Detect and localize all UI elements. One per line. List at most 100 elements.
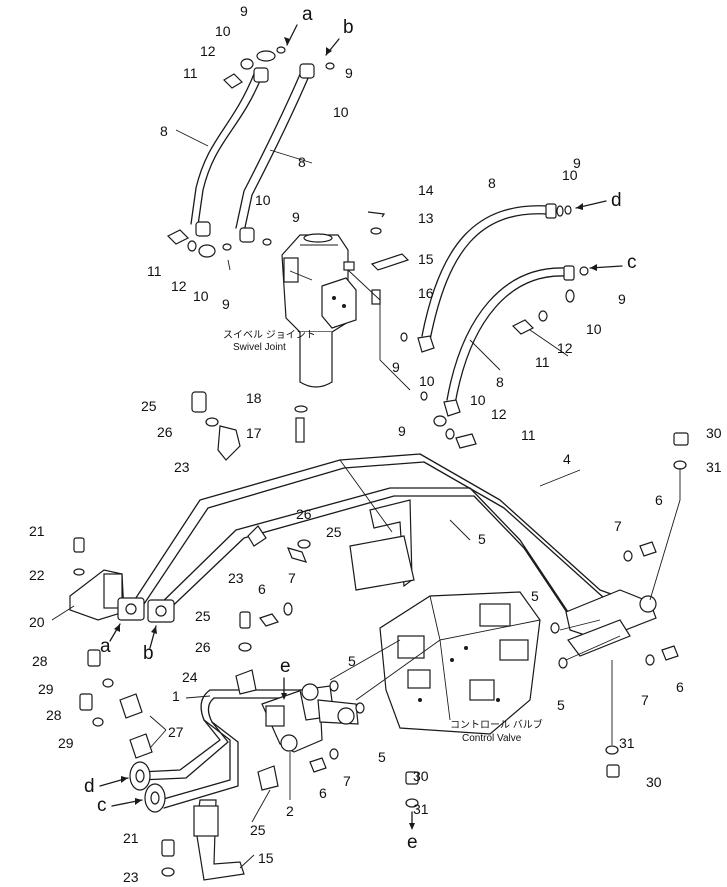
part-label: 26 (195, 639, 211, 655)
flanges-c-d (129, 761, 166, 813)
part-label: 9 (573, 155, 581, 171)
leader-lines (51, 129, 581, 869)
pipe-4 (151, 487, 585, 639)
part-label: 10 (215, 23, 231, 39)
part-label: 25 (326, 524, 342, 540)
part-label: 30 (706, 425, 722, 441)
part-label: 24 (182, 669, 198, 685)
connection-letter-a-lower: a (100, 636, 111, 657)
part-labels: 9 10 12 11 9 10 8 8 10 9 11 12 10 9 14 1… (29, 3, 722, 885)
part-label: 9 (222, 296, 230, 312)
right-hose-1 (417, 203, 572, 353)
part-label: 21 (29, 523, 45, 539)
part-label: 23 (174, 459, 190, 475)
part-label: 10 (470, 392, 486, 408)
part-label: 7 (343, 773, 351, 789)
lower-clamps (79, 649, 339, 791)
part-label: 11 (521, 427, 536, 443)
part-label: 30 (646, 774, 662, 790)
part-label: 6 (319, 785, 327, 801)
right-hose-2 (443, 265, 589, 417)
right-bolts (400, 310, 548, 449)
part-label: 29 (38, 681, 54, 697)
connection-letter-e-lower: e (407, 832, 418, 853)
part-label: 12 (491, 406, 507, 422)
part-label: 27 (168, 724, 184, 740)
part-label: 5 (557, 697, 565, 713)
right-seals (329, 432, 689, 808)
upper-left-hose-1 (190, 73, 263, 226)
control-valve (379, 591, 541, 735)
part-label: 8 (160, 123, 168, 139)
part-label: 15 (418, 251, 434, 267)
part-label: 21 (123, 830, 139, 846)
part-label: 9 (345, 65, 353, 81)
part-label: 12 (171, 278, 187, 294)
part-label: 7 (641, 692, 649, 708)
upper-left-hose-2 (235, 71, 310, 233)
pipe-2-tee (261, 683, 359, 753)
part-label: 23 (123, 869, 139, 885)
connection-letter-c: c (627, 252, 637, 273)
control-valve-label-jp: コントロール バルブ (450, 718, 543, 731)
part-label: 26 (157, 424, 173, 440)
connection-letter-a: a (302, 4, 313, 25)
part-label: 10 (419, 373, 435, 389)
left-bracket (69, 569, 125, 621)
control-valve-label-en: Control Valve (462, 733, 522, 744)
part-label: 9 (392, 359, 400, 375)
flange-a (117, 597, 145, 621)
swivel-joint-label-jp: スイベル ジョイント (223, 329, 316, 341)
part-label: 23 (228, 570, 244, 586)
part-label: 31 (619, 735, 635, 751)
part-label: 10 (562, 167, 578, 183)
part-label: 10 (193, 288, 209, 304)
part-label: 25 (250, 822, 266, 838)
connection-letter-e-upper: e (280, 656, 291, 677)
part-label: 13 (418, 210, 434, 226)
part-label: 10 (333, 104, 349, 120)
swivel-side-parts (347, 211, 411, 391)
part-label: 28 (46, 707, 62, 723)
part-label: 5 (531, 588, 539, 604)
part-label: 25 (141, 398, 157, 414)
connection-letter-d-lower: d (84, 776, 95, 797)
connection-letter-b-lower: b (143, 643, 154, 664)
part-label: 6 (655, 492, 663, 508)
connection-letter-d: d (611, 190, 622, 211)
part-label: 16 (418, 285, 434, 301)
part-label: 30 (413, 768, 429, 784)
part-label: 12 (557, 340, 573, 356)
part-label: 31 (706, 459, 722, 475)
lower-bracket-19 (193, 799, 245, 881)
right-pipe-ends (565, 589, 657, 657)
part-label: 7 (614, 518, 622, 534)
part-label: 8 (298, 154, 306, 170)
part-label: 31 (413, 801, 429, 817)
connection-letters: a b d c a b e d c e (84, 4, 637, 853)
part-label: 14 (418, 182, 434, 198)
part-label: 11 (183, 65, 198, 81)
part-label: 6 (258, 581, 266, 597)
part-label: 7 (288, 570, 296, 586)
left-bolt-group (191, 391, 308, 461)
part-label: 5 (378, 749, 386, 765)
part-label: 8 (488, 175, 496, 191)
swivel-joint-label-en: Swivel Joint (233, 342, 286, 353)
swivel-joint (281, 233, 357, 388)
clamp-bracket-center (339, 459, 415, 591)
part-label: 11 (147, 263, 162, 279)
part-label: 15 (258, 850, 274, 866)
connection-letter-b: b (343, 17, 354, 38)
part-label: 22 (29, 567, 45, 583)
part-label: 29 (58, 735, 74, 751)
part-label: 26 (296, 506, 312, 522)
part-label: 1 (172, 688, 180, 704)
flange-b (147, 599, 175, 623)
part-label: 11 (535, 354, 550, 370)
control-valve-callout: コントロール バルブ Control Valve (450, 718, 543, 744)
part-label: 17 (246, 425, 262, 441)
pipe-3 (127, 453, 647, 617)
swivel-joint-callout: スイベル ジョイント Swivel Joint (223, 329, 316, 353)
part-label: 10 (255, 192, 271, 208)
